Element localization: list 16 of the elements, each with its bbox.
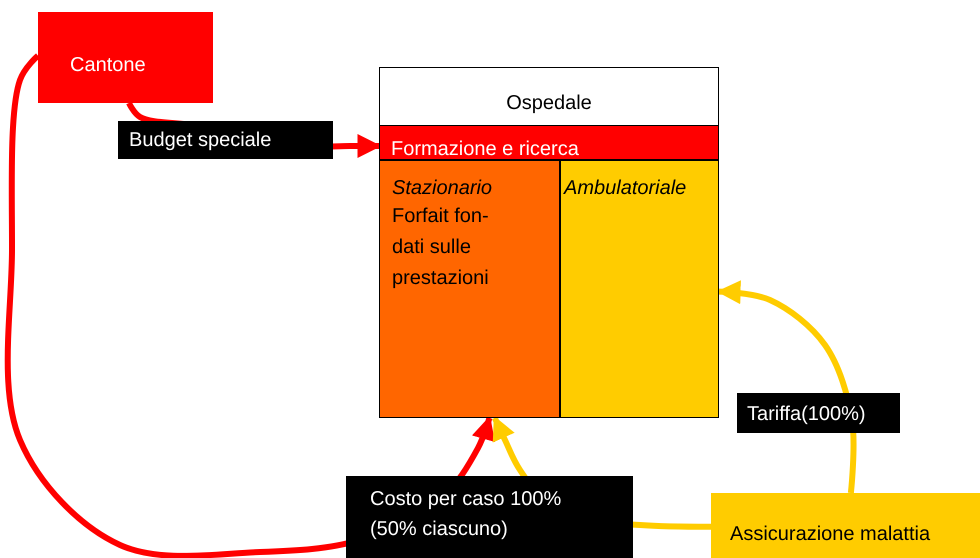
hospital-box <box>379 67 719 418</box>
entity-box <box>711 493 980 558</box>
edge-label: Costo per caso 100% (50% ciascuno) <box>346 476 633 558</box>
node-label: Ospedale <box>505 91 593 116</box>
edge-label: Tariffa(100%) <box>737 393 900 433</box>
node-label: Formazione e ricerca <box>391 137 580 162</box>
section-heading: Stazionario <box>392 176 494 201</box>
section-band <box>379 125 719 160</box>
node-label: Cantone <box>70 53 147 78</box>
edge-label: Budget speciale <box>118 121 333 159</box>
node-label: Ambulatoriale <box>564 176 688 201</box>
section-box <box>560 160 719 418</box>
node-label: Forfait fon- dati sulle prestazioni <box>392 204 490 291</box>
entity-box <box>38 12 213 103</box>
node-label: Assicurazione malattia <box>730 522 932 547</box>
section-box <box>379 160 560 418</box>
